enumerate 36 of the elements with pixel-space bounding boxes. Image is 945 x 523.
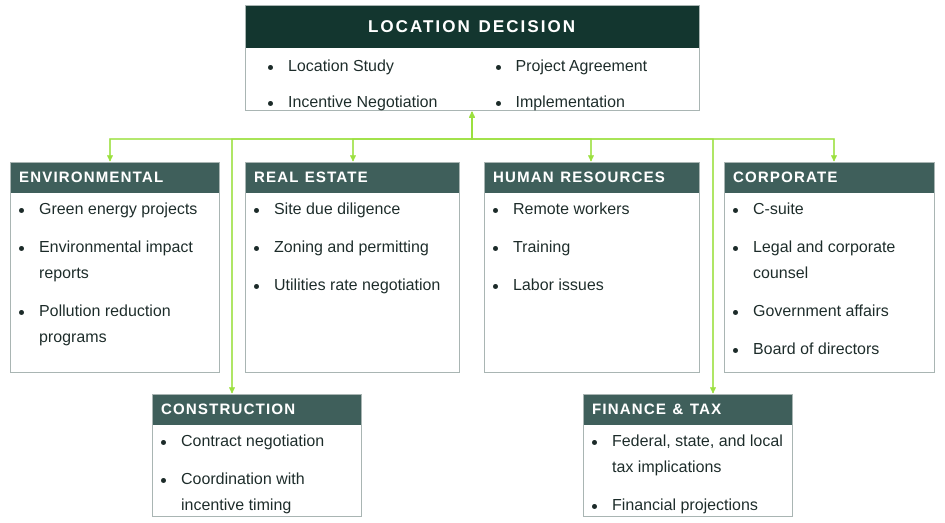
bullet-item: C-suite bbox=[733, 197, 926, 223]
box-heading: ENVIRONMENTAL bbox=[11, 163, 219, 193]
category-box bbox=[10, 162, 220, 373]
bullet-item: Legal and corporate counsel bbox=[733, 235, 926, 287]
bullet-item: Remote workers bbox=[493, 197, 691, 223]
bullet-item: Coordination with incentive timing bbox=[161, 467, 353, 519]
category-box bbox=[152, 394, 362, 517]
bullet-item: Government affairs bbox=[733, 299, 926, 325]
bullet-item: Environmental impact reports bbox=[19, 235, 211, 287]
category-box bbox=[245, 5, 700, 111]
bullet-item: Financial projections bbox=[592, 493, 784, 519]
bullet-item: Green energy projects bbox=[19, 197, 211, 223]
category-box bbox=[583, 394, 793, 517]
bullet-item: Federal, state, and local tax implications bbox=[592, 429, 784, 481]
box-heading: FINANCE & TAX bbox=[584, 395, 792, 425]
bullet-item: Pollution reduction programs bbox=[19, 299, 211, 351]
bullet-item: Zoning and permitting bbox=[254, 235, 451, 261]
bullet-item: Site due diligence bbox=[254, 197, 451, 223]
bullet-item: Contract negotiation bbox=[161, 429, 353, 455]
connector-arrow bbox=[468, 111, 716, 394]
bullet-item: Utilities rate negotiation bbox=[254, 273, 451, 299]
bullet-item: Location Study bbox=[268, 54, 472, 80]
box-heading: CORPORATE bbox=[725, 163, 934, 193]
box-heading: CONSTRUCTION bbox=[153, 395, 361, 425]
category-box bbox=[724, 162, 935, 373]
bullet-item: Incentive Negotiation bbox=[268, 90, 472, 116]
box-heading: HUMAN RESOURCES bbox=[485, 163, 699, 193]
box-heading: REAL ESTATE bbox=[246, 163, 459, 193]
bullet-item: Training bbox=[493, 235, 691, 261]
bullet-item: Board of directors bbox=[733, 337, 926, 363]
category-box bbox=[245, 162, 460, 373]
bullet-item: Labor issues bbox=[493, 273, 691, 299]
bullet-item: Implementation bbox=[496, 90, 699, 116]
bullet-item: Project Agreement bbox=[496, 54, 699, 80]
category-box bbox=[484, 162, 700, 373]
box-heading: LOCATION DECISION bbox=[246, 6, 699, 48]
